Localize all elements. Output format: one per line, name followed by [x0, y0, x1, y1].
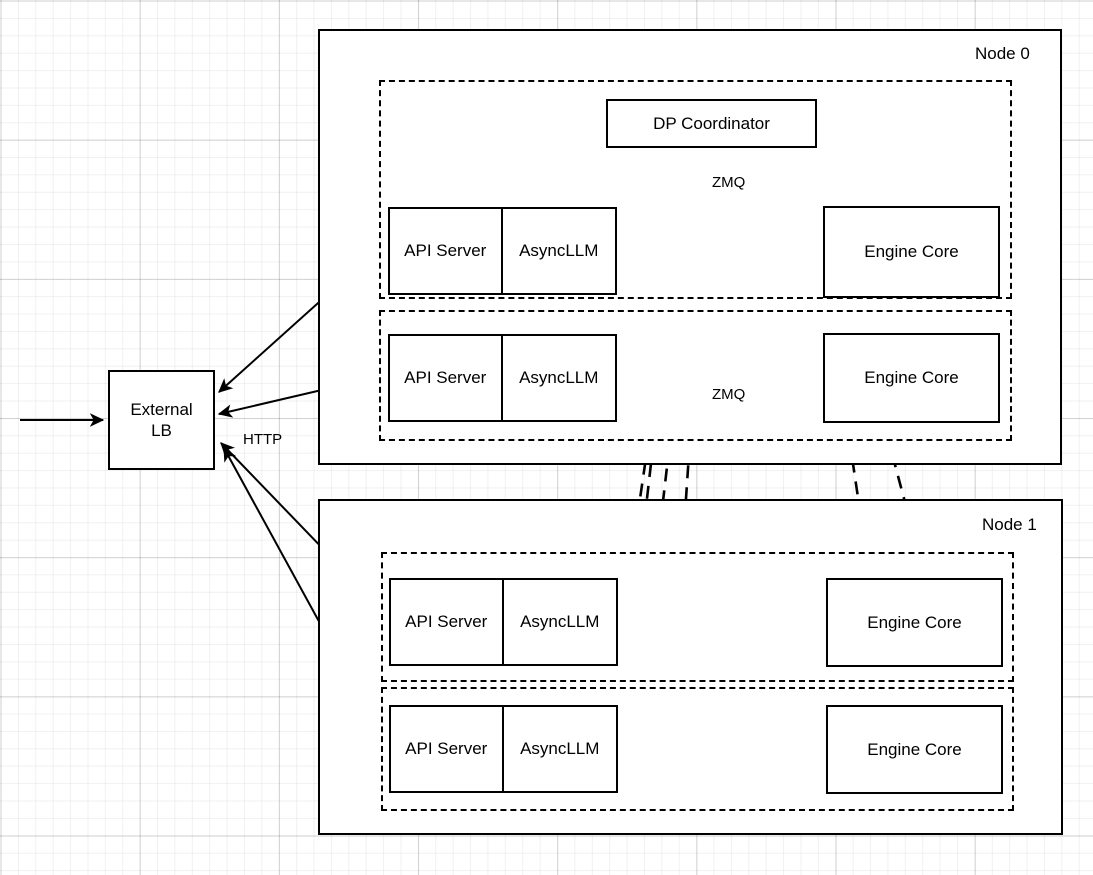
engine-core-label: Engine Core: [864, 368, 959, 388]
external-lb-label-line1: External: [130, 399, 193, 419]
asyncllm-label: AsyncLLM: [519, 368, 599, 387]
api-server-box-node0-rank0[interactable]: API Server AsyncLLM: [388, 207, 617, 295]
dp-coordinator-box[interactable]: DP Coordinator: [606, 99, 817, 148]
engine-core-label: Engine Core: [867, 739, 962, 759]
node-label-node1: Node 1: [982, 515, 1037, 534]
external-lb-label-line2: LB: [151, 421, 172, 440]
api-server-label: API Server: [405, 739, 488, 758]
api-server-cell-node0-rank0[interactable]: API Server: [390, 209, 503, 293]
engine-core-label: Engine Core: [864, 242, 959, 262]
edge-label-zmq-bottom: ZMQ: [712, 386, 746, 403]
api-server-label: API Server: [404, 368, 487, 387]
asyncllm-label: AsyncLLM: [520, 612, 600, 631]
edge-label-http: HTTP: [243, 431, 283, 448]
node-label-node0: Node 0: [975, 44, 1030, 63]
api-server-box-node1-rank1[interactable]: API Server AsyncLLM: [389, 705, 618, 793]
dp-coordinator-label: DP Coordinator: [653, 113, 770, 133]
engine-core-box-node1-rank1[interactable]: Engine Core: [826, 705, 1003, 794]
api-server-label: API Server: [404, 241, 487, 260]
api-server-label: API Server: [405, 612, 488, 631]
edge-label-zmq-top: ZMQ: [712, 174, 746, 191]
external-lb-box[interactable]: External LB: [108, 370, 215, 470]
asyncllm-label: AsyncLLM: [519, 241, 599, 260]
asyncllm-cell-node1-rank0[interactable]: AsyncLLM: [504, 580, 617, 664]
asyncllm-cell-node1-rank1[interactable]: AsyncLLM: [504, 707, 617, 791]
asyncllm-cell-node0-rank1[interactable]: AsyncLLM: [503, 336, 616, 420]
api-server-cell-node1-rank1[interactable]: API Server: [391, 707, 504, 791]
engine-core-box-node1-rank0[interactable]: Engine Core: [826, 578, 1003, 667]
api-server-cell-node0-rank1[interactable]: API Server: [390, 336, 503, 420]
asyncllm-label: AsyncLLM: [520, 739, 600, 758]
asyncllm-cell-node0-rank0[interactable]: AsyncLLM: [503, 209, 616, 293]
engine-core-box-node0-rank0[interactable]: Engine Core: [823, 206, 1000, 298]
engine-core-box-node0-rank1[interactable]: Engine Core: [823, 333, 1000, 423]
api-server-box-node1-rank0[interactable]: API Server AsyncLLM: [389, 578, 618, 666]
api-server-box-node0-rank1[interactable]: API Server AsyncLLM: [388, 334, 617, 422]
engine-core-label: Engine Core: [867, 612, 962, 632]
api-server-cell-node1-rank0[interactable]: API Server: [391, 580, 504, 664]
